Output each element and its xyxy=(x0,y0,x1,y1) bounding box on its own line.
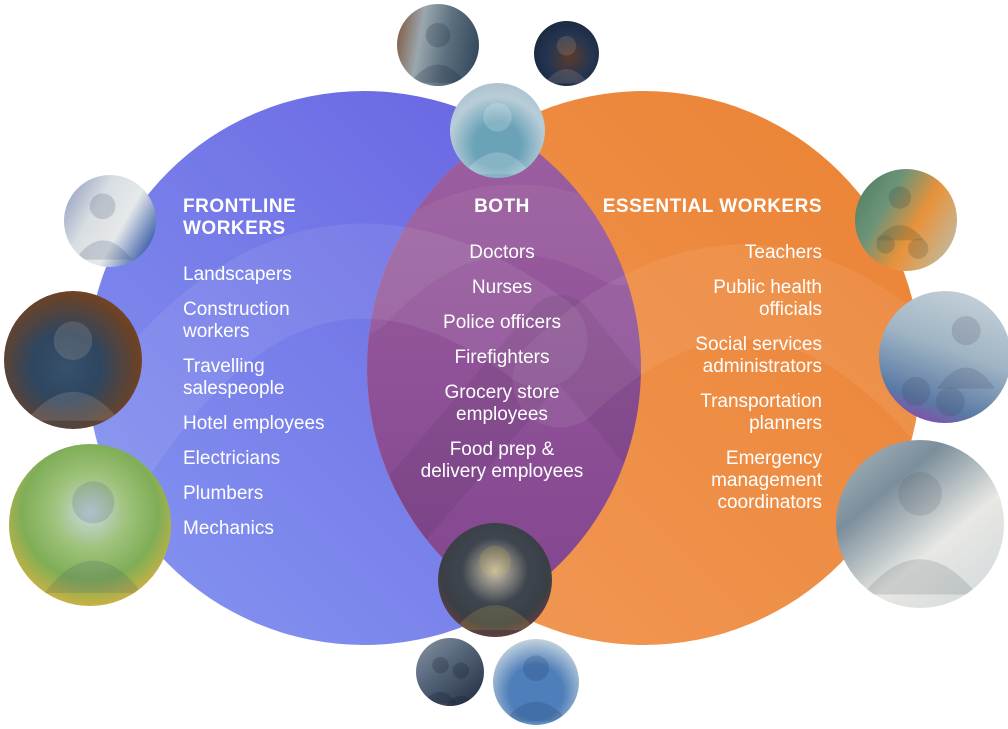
frontline-workers-section: FRONTLINE WORKERS Landscapers Constructi… xyxy=(183,196,398,553)
frontline-item-hotel-employees: Hotel employees xyxy=(183,413,325,434)
essential-item-transportation-planners: Transportation planners xyxy=(700,391,822,434)
photo-male-nurse xyxy=(493,639,579,725)
photo-coordinator xyxy=(836,440,1004,608)
photo-social-services-presenter xyxy=(879,291,1008,423)
person-silhouette-icon xyxy=(862,471,978,595)
person-silhouette-icon xyxy=(503,655,569,722)
person-silhouette-icon xyxy=(901,316,996,417)
person-silhouette-icon xyxy=(463,102,532,175)
photo-hotel-receptionist xyxy=(4,291,142,429)
person-silhouette-icon xyxy=(544,35,589,84)
photo-doctor xyxy=(450,83,545,178)
photo-plumber xyxy=(64,175,156,267)
photo-firefighter xyxy=(438,523,552,637)
both-item-police-officers: Police officers xyxy=(443,312,561,333)
both-item-firefighters: Firefighters xyxy=(454,347,550,368)
both-item-food-prep-delivery: Food prep & delivery employees xyxy=(420,439,584,482)
person-silhouette-icon xyxy=(410,22,466,83)
frontline-item-mechanics: Mechanics xyxy=(183,518,274,539)
overlap-watermark xyxy=(367,184,641,575)
essential-item-social-services-administrators: Social services administrators xyxy=(695,334,822,377)
both-item-grocery-store-employees: Grocery store employees xyxy=(444,382,560,425)
essential-item-emergency-management-coordinators: Emergency management coordinators xyxy=(711,448,822,513)
person-silhouette-icon xyxy=(75,193,133,260)
frontline-item-plumbers: Plumbers xyxy=(183,483,264,504)
photo-landscaper xyxy=(9,444,171,606)
both-item-doctors: Doctors xyxy=(469,242,535,263)
person-silhouette-icon xyxy=(44,481,142,594)
person-silhouette-icon xyxy=(26,321,120,421)
frontline-workers-title: FRONTLINE WORKERS xyxy=(183,196,297,239)
both-section: BOTH Doctors Nurses Police officers Fire… xyxy=(392,196,612,496)
person-silhouette-icon xyxy=(875,186,929,259)
frontline-item-construction-workers: Construction workers xyxy=(183,299,290,342)
essential-workers-title: ESSENTIAL WORKERS xyxy=(602,196,822,217)
both-title: BOTH xyxy=(474,196,530,217)
photo-grocery-worker xyxy=(397,4,479,86)
person-silhouette-icon xyxy=(422,657,478,706)
overlap-lens xyxy=(367,129,641,607)
essential-item-teachers: Teachers xyxy=(744,242,822,263)
person-silhouette-icon xyxy=(453,545,537,631)
both-item-nurses: Nurses xyxy=(471,277,533,298)
photo-teacher xyxy=(855,169,957,271)
left-watermark xyxy=(87,223,588,498)
frontline-item-landscapers: Landscapers xyxy=(183,264,292,285)
photo-police-officers xyxy=(416,638,484,706)
frontline-item-travelling-salespeople: Travelling salespeople xyxy=(183,356,285,399)
frontline-item-electricians: Electricians xyxy=(183,448,281,469)
essential-workers-section: ESSENTIAL WORKERS Teachers Public health… xyxy=(582,196,822,527)
essential-item-public-health-officials: Public health officials xyxy=(713,277,822,320)
photo-night-worker xyxy=(534,21,599,86)
